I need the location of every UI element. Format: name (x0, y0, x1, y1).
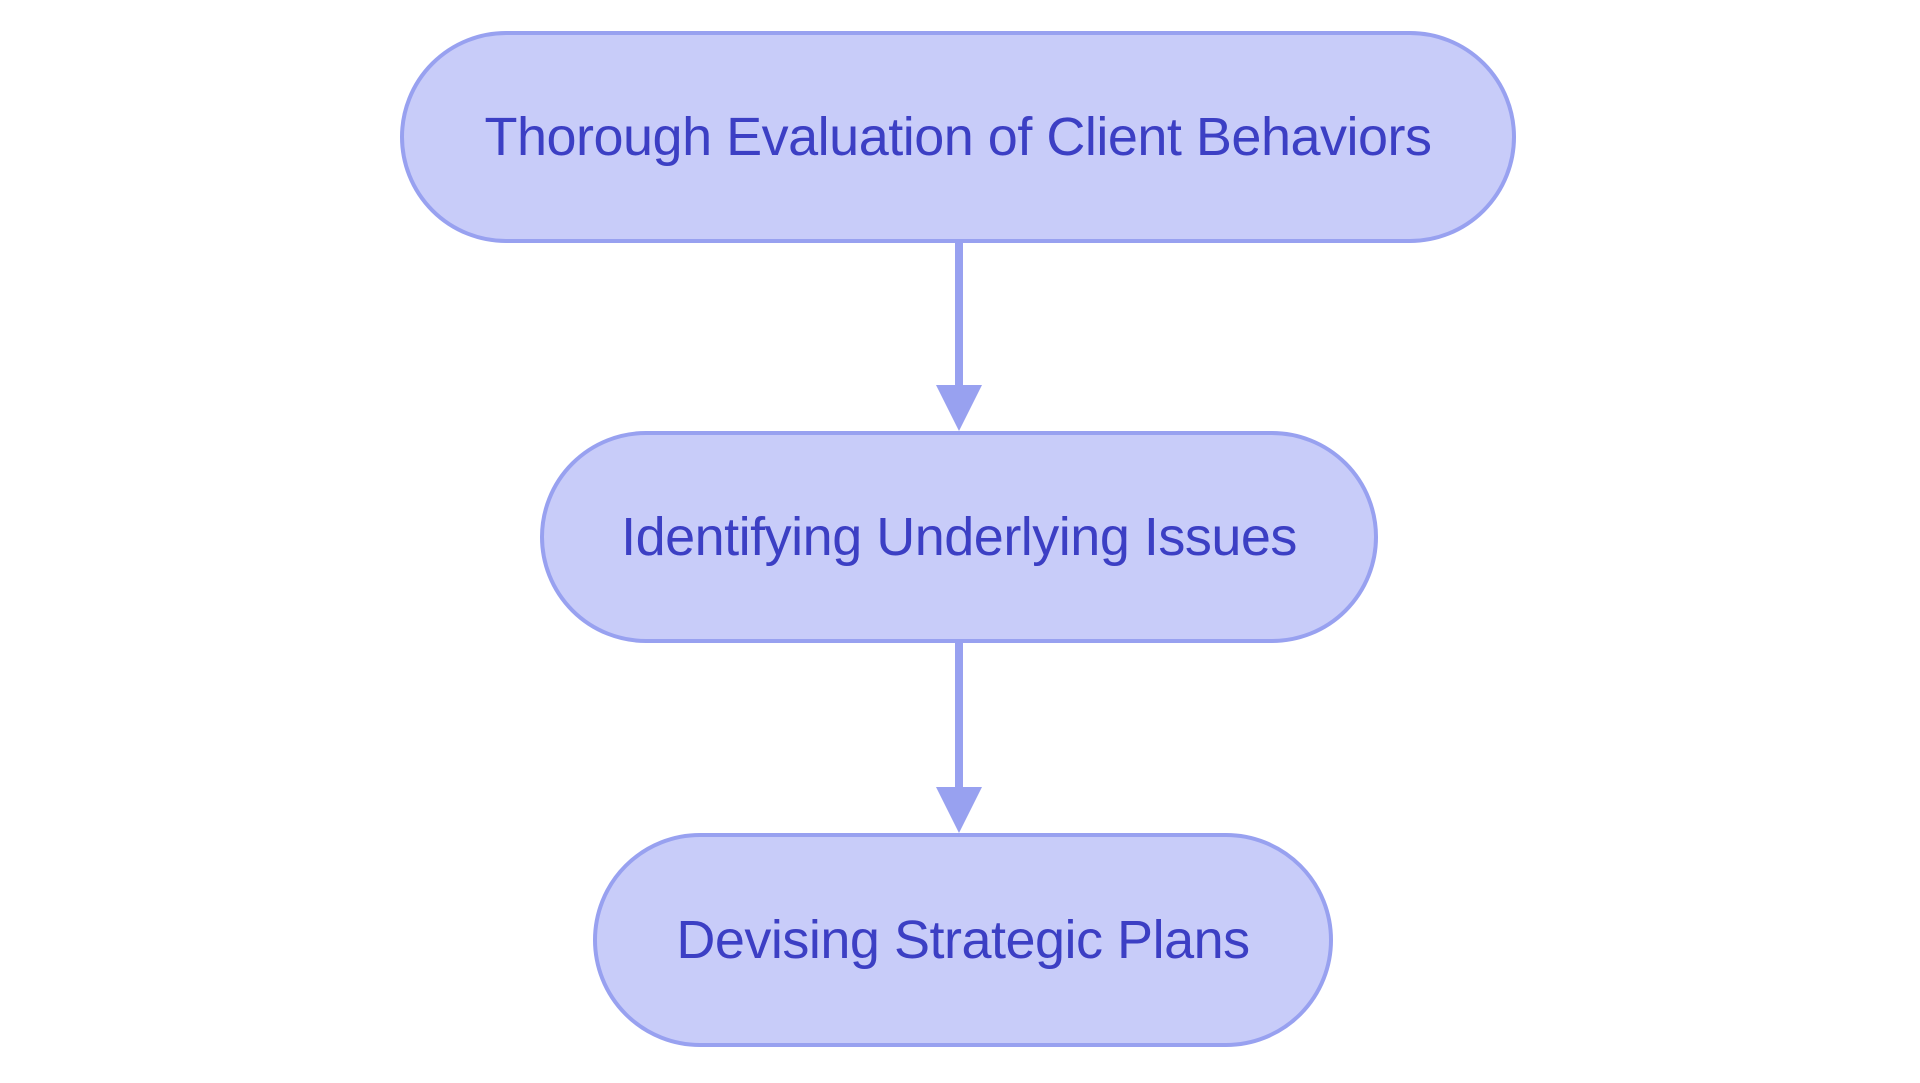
flow-node-identifying-issues: Identifying Underlying Issues (540, 431, 1378, 643)
flow-node-label: Devising Strategic Plans (676, 909, 1250, 970)
arrow-head-down-icon (936, 385, 982, 431)
flow-node-thorough-evaluation: Thorough Evaluation of Client Behaviors (400, 31, 1516, 243)
flow-node-label: Identifying Underlying Issues (621, 506, 1297, 567)
flow-node-devising-plans: Devising Strategic Plans (593, 833, 1333, 1047)
arrow-head-down-icon (936, 787, 982, 833)
flow-node-label: Thorough Evaluation of Client Behaviors (484, 106, 1432, 167)
flow-arrow-node2-node3 (936, 643, 982, 833)
flow-arrow-node1-node2 (936, 243, 982, 431)
